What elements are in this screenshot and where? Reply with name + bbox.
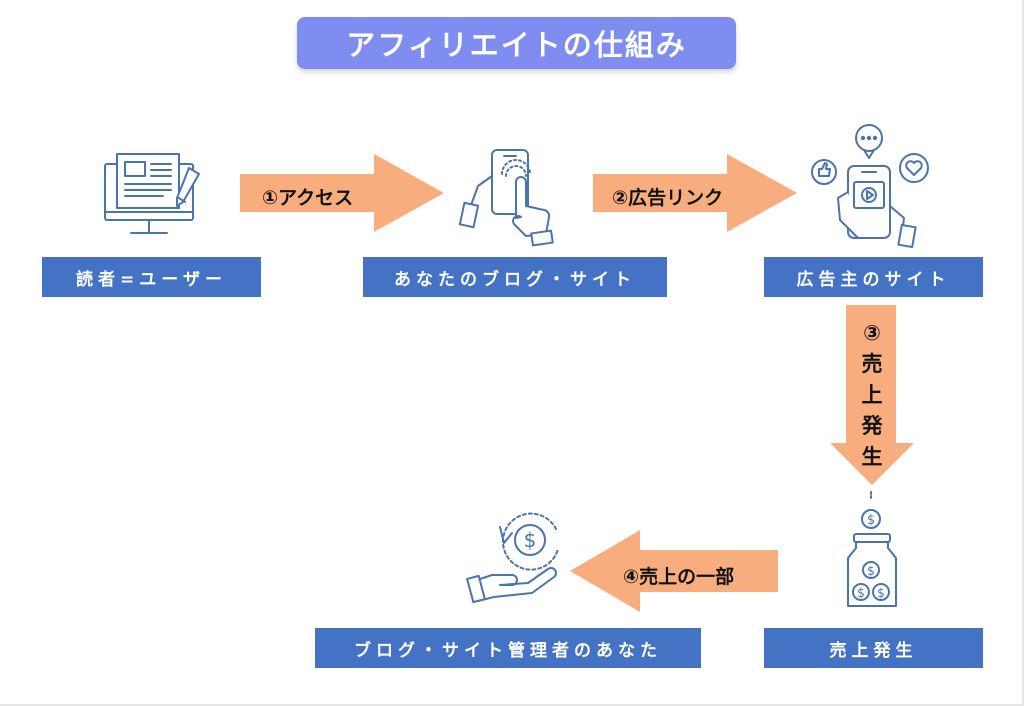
svg-text:$: $ (867, 564, 875, 578)
arrow-sales-label: ③ 売 上 発 生 (861, 321, 883, 469)
arrow-access-label: ①アクセス (262, 187, 354, 209)
diagram-title: アフィリエイトの仕組み (297, 17, 736, 69)
arrow-sales (830, 305, 914, 485)
node-admin: ブログ・サイト管理者のあなた (315, 628, 701, 668)
arrow-ad-link (593, 154, 797, 232)
social-phone-icon (811, 124, 929, 249)
svg-text:$: $ (524, 528, 537, 552)
svg-text:$: $ (857, 586, 865, 600)
arrow-commission (570, 530, 778, 612)
node-reader: 読者=ユーザー (42, 257, 261, 297)
svg-text:$: $ (877, 586, 885, 600)
computer-document-icon (104, 153, 200, 234)
smartphone-touch-icon (458, 149, 554, 247)
svg-text:$: $ (867, 513, 875, 528)
arrow-ad-link-label: ②広告リンク (612, 187, 724, 209)
arrow-commission-label: ④売上の一部 (623, 566, 735, 588)
node-your-blog: あなたのブログ・サイト (363, 257, 667, 297)
money-return-hand-icon: $ (466, 512, 559, 604)
node-sales: 売上発生 (764, 628, 983, 668)
arrow-access (240, 154, 444, 232)
coin-jar-icon: $ $ $ $ (847, 491, 897, 607)
node-advertiser: 広告主のサイト (764, 257, 983, 297)
